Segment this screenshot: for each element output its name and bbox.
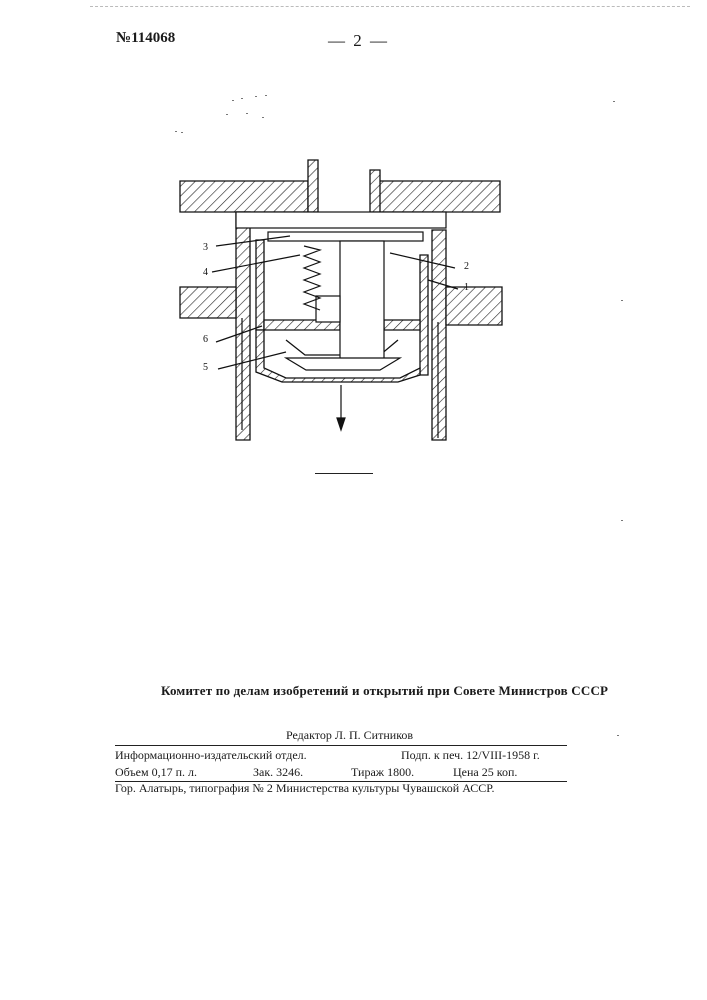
label-1: 1	[464, 282, 469, 293]
label-6: 6	[203, 334, 208, 345]
cartridge-wall-right	[420, 255, 428, 375]
patent-number: №114068	[116, 30, 175, 47]
editor-line: Редактор Л. П. Ситников	[286, 728, 413, 743]
upper-rim	[268, 232, 423, 241]
valve-stem	[340, 241, 384, 359]
lower-flange-right	[446, 287, 502, 325]
valve-disc	[286, 358, 400, 370]
valve-cup	[256, 330, 420, 382]
circulation: Тираж 1800.	[351, 765, 414, 780]
page-number: — 2 —	[328, 31, 389, 51]
department: Информационно-издательский отдел.	[115, 748, 307, 763]
separator-rule	[315, 473, 373, 474]
lower-flange-left	[180, 287, 236, 318]
leader-line-5	[218, 352, 286, 369]
body-wall-left	[236, 212, 250, 440]
label-2: 2	[464, 261, 469, 272]
printing-house: Гор. Алатырь, типография № 2 Министерств…	[115, 781, 494, 796]
top-flange-left	[180, 181, 308, 212]
committee-title: Комитет по делам изобретений и открытий …	[161, 683, 608, 699]
technical-drawing: 3 4 6 5 2 1	[150, 150, 530, 490]
top-border-line	[90, 6, 690, 7]
top-flange-right	[377, 181, 500, 212]
label-5: 5	[203, 362, 208, 373]
order-number: Зак. 3246.	[253, 765, 303, 780]
imprint-block: Информационно-издательский отдел. Подп. …	[115, 745, 567, 782]
cartridge-wall-left	[256, 240, 264, 330]
body-wall-right	[432, 230, 446, 440]
inlet-pipe-right-wall	[370, 170, 380, 212]
cover-plate	[236, 212, 446, 228]
stop-block	[316, 296, 340, 322]
label-4: 4	[203, 267, 208, 278]
label-3: 3	[203, 242, 208, 253]
inlet-pipe-left-wall	[308, 160, 318, 212]
price: Цена 25 коп.	[453, 765, 517, 780]
signed-date: Подп. к печ. 12/VIII-1958 г.	[401, 748, 540, 763]
flow-arrow-head	[337, 418, 345, 430]
plate-right	[384, 320, 420, 330]
volume: Объем 0,17 п. л.	[115, 765, 197, 780]
